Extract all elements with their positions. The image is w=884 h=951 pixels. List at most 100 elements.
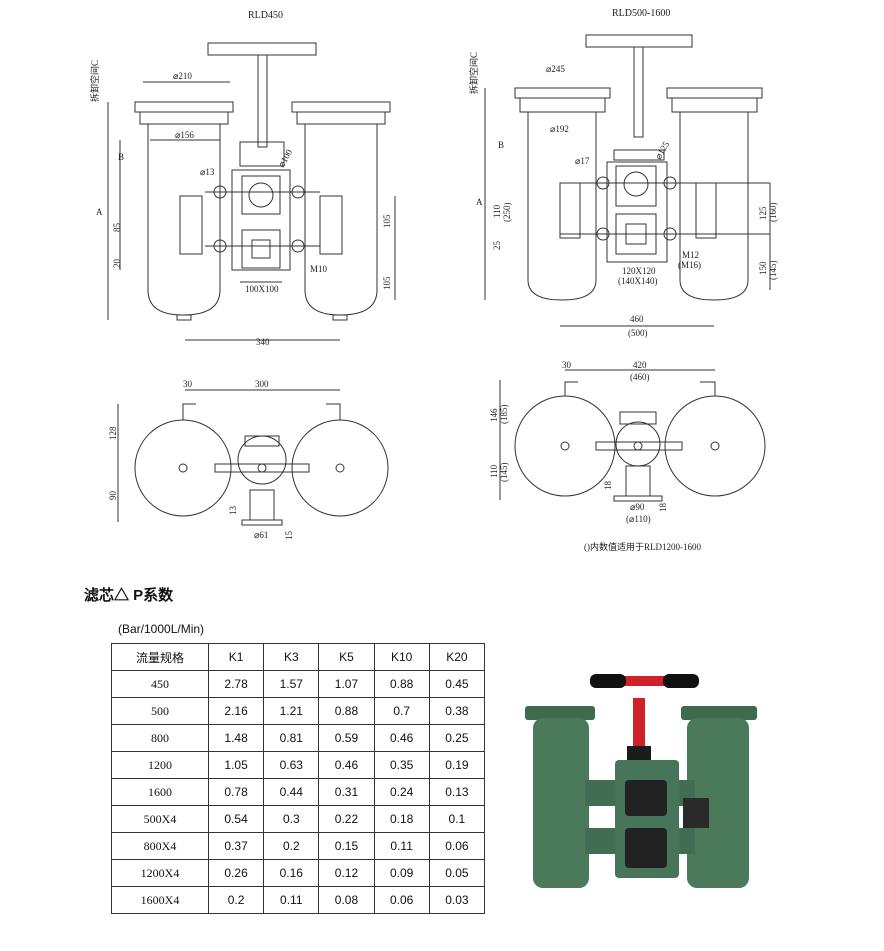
- cell-value: 0.63: [263, 751, 320, 779]
- cell-model: 450: [111, 670, 209, 698]
- dim-150: 150: [758, 261, 768, 275]
- cell-value: 0.1: [428, 805, 486, 833]
- cell-value: 0.37: [207, 832, 265, 860]
- units-label: (Bar/1000L/Min): [118, 622, 205, 636]
- header-k3: K3: [263, 643, 320, 671]
- dia-17: ⌀17: [575, 156, 590, 166]
- cell-value: 0.38: [428, 697, 486, 725]
- cell-model: 500: [111, 697, 209, 725]
- dim-30: 30: [183, 379, 193, 389]
- cell-value: 0.54: [207, 805, 265, 833]
- rld450-front-view: RLD450 拆卸空间C ⌀210: [89, 10, 396, 347]
- cell-value: 2.16: [207, 697, 265, 725]
- cell-value: 1.07: [318, 670, 375, 698]
- right-side-label: 拆卸空间C: [468, 52, 479, 94]
- cell-value: 0.46: [318, 751, 375, 779]
- right-grip: [663, 674, 699, 688]
- cell-value: 0.35: [373, 751, 430, 779]
- cell-value: 0.25: [428, 724, 486, 752]
- dim-185: (185): [499, 405, 509, 425]
- cell-value: 0.78: [207, 778, 265, 806]
- cell-value: 0.3: [263, 805, 320, 833]
- cell-value: 1.57: [263, 670, 320, 698]
- right-dim-a: A: [476, 197, 483, 207]
- dim-105b: 105: [382, 276, 392, 290]
- dim-160: (160): [768, 203, 778, 223]
- m16-label: (M16): [678, 260, 701, 270]
- dim-a: A: [96, 207, 103, 217]
- header-k10: K10: [373, 643, 430, 671]
- cell-value: 0.59: [318, 724, 375, 752]
- values-note: ()内数值适用于RLD1200-1600: [584, 541, 701, 552]
- upper-cover: [625, 780, 667, 816]
- right-dim-145: (145): [499, 463, 509, 483]
- cell-value: 0.88: [318, 697, 375, 725]
- cell-value: 0.81: [263, 724, 320, 752]
- cell-value: 0.09: [373, 859, 430, 887]
- right-dim-b: B: [498, 140, 504, 150]
- header-model: 流量规格: [111, 643, 209, 671]
- dim-460-alt: (460): [630, 372, 650, 382]
- cell-value: 0.11: [373, 832, 430, 860]
- cell-value: 0.22: [318, 805, 375, 833]
- cell-value: 0.08: [318, 886, 375, 914]
- width-500: (500): [628, 328, 648, 338]
- handle-bar: [207, 42, 317, 56]
- cell-value: 0.12: [318, 859, 375, 887]
- cell-value: 0.26: [207, 859, 265, 887]
- header-k20: K20: [428, 643, 486, 671]
- cell-value: 0.44: [263, 778, 320, 806]
- dim-90: 90: [108, 491, 118, 501]
- dia-61: ⌀61: [254, 530, 268, 540]
- left-housing-flange: [525, 706, 595, 720]
- dim-146: 146: [489, 408, 499, 422]
- dim-128: 128: [108, 426, 118, 440]
- red-handle-bar: [610, 676, 688, 686]
- dia-192: ⌀192: [550, 124, 569, 134]
- cell-value: 2.78: [207, 670, 265, 698]
- cell-value: 0.46: [373, 724, 430, 752]
- header-k1: K1: [207, 643, 265, 671]
- dim-20: 20: [112, 259, 122, 269]
- dia-125: ⌀125: [653, 139, 671, 161]
- dim-18b: 18: [658, 503, 668, 513]
- technical-drawings: RLD450 拆卸空间C ⌀210: [89, 8, 778, 552]
- table-header-row: 流量规格 K1 K3 K5 K10 K20: [111, 643, 486, 671]
- cell-value: 0.31: [318, 778, 375, 806]
- m12-label: M12: [682, 250, 699, 260]
- cell-value: 1.05: [207, 751, 265, 779]
- dim-25: 25: [492, 241, 502, 251]
- cell-value: 0.24: [373, 778, 430, 806]
- header-k5: K5: [318, 643, 375, 671]
- rld450-top-view: 30 300 128 90 13 15 ⌀61: [108, 379, 389, 540]
- left-housing: [533, 718, 589, 888]
- cell-value: 0.06: [373, 886, 430, 914]
- cell-value: 0.13: [428, 778, 486, 806]
- right-housing-flange: [681, 706, 757, 720]
- cell-value: 0.2: [263, 832, 320, 860]
- cell-value: 0.7: [373, 697, 430, 725]
- cell-value: 0.15: [318, 832, 375, 860]
- cell-value: 0.18: [373, 805, 430, 833]
- handle-stem: [257, 54, 268, 148]
- cell-model: 1200: [111, 751, 209, 779]
- dim-18a: 18: [603, 481, 613, 491]
- right-dim-110: 110: [489, 464, 499, 478]
- right-dim-30: 30: [562, 360, 572, 370]
- cell-model: 1600: [111, 778, 209, 806]
- dia-210: ⌀210: [173, 71, 192, 81]
- cell-value: 1.48: [207, 724, 265, 752]
- rld500-front-view: RLD500-1600 拆卸空间C ⌀245 ⌀192 ⌀17 ⌀125 B A: [468, 8, 778, 338]
- dia-110: (⌀110): [626, 514, 651, 524]
- flange-size: 100X100: [245, 284, 279, 294]
- dia-90: ⌀90: [630, 502, 645, 512]
- dim-300: 300: [255, 379, 269, 389]
- cell-model: 800X4: [111, 832, 209, 860]
